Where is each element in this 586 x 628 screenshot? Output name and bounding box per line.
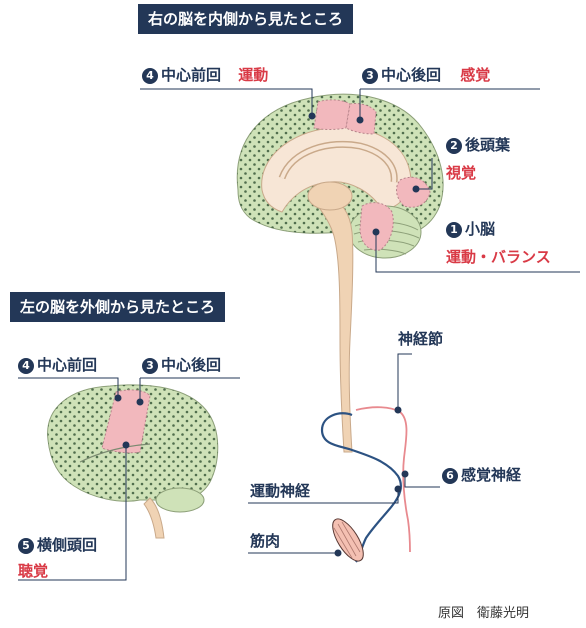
lateral-brain xyxy=(47,384,219,539)
lateral-leader-dots xyxy=(114,394,144,449)
number-badge: 2 xyxy=(446,138,462,154)
number-badge: 5 xyxy=(18,538,34,554)
illustration-credit: 原図 衛藤光明 xyxy=(438,606,530,621)
nerve-leader-dots xyxy=(334,406,409,557)
medial-leader-dots xyxy=(308,112,420,236)
number-badge: 1 xyxy=(446,222,462,238)
label-name: 感覚神経 xyxy=(461,466,522,484)
label-function: 運動 xyxy=(238,66,269,84)
number-badge: 4 xyxy=(18,358,34,374)
number-badge: 6 xyxy=(442,468,458,484)
nerve-leaders xyxy=(248,353,440,554)
number-badge: 3 xyxy=(362,68,378,84)
lateral-leaders xyxy=(18,377,240,581)
lateral-view-banner: 左の脳を外側から見たところ xyxy=(10,292,226,322)
label-name: 中心後回 xyxy=(161,356,222,374)
label-name: 後頭葉 xyxy=(465,136,511,154)
medial-view-banner: 右の脳を内側から見たところ xyxy=(138,4,354,34)
label-name: 中心後回 xyxy=(381,66,442,84)
number-badge: 3 xyxy=(142,358,158,374)
muscle-label: 筋肉 xyxy=(250,532,281,550)
medial-brain xyxy=(236,93,444,453)
ganglion-label: 神経節 xyxy=(398,330,444,348)
label-name: 中心前回 xyxy=(161,66,222,84)
medial-leaders xyxy=(140,88,580,273)
medial-label-cerebellum-function: 運動・バランス xyxy=(446,248,551,266)
label-name: 小脳 xyxy=(465,220,496,238)
lateral-label-temporal-function: 聴覚 xyxy=(18,562,49,580)
medial-label-occipital-function: 視覚 xyxy=(446,164,477,182)
label-name: 横側頭回 xyxy=(37,536,98,554)
motor-nerve-label: 運動神経 xyxy=(250,482,311,500)
label-function: 感覚 xyxy=(460,66,491,84)
number-badge: 4 xyxy=(142,68,158,84)
label-name: 中心前回 xyxy=(37,356,98,374)
nerve-pathways xyxy=(320,406,411,563)
